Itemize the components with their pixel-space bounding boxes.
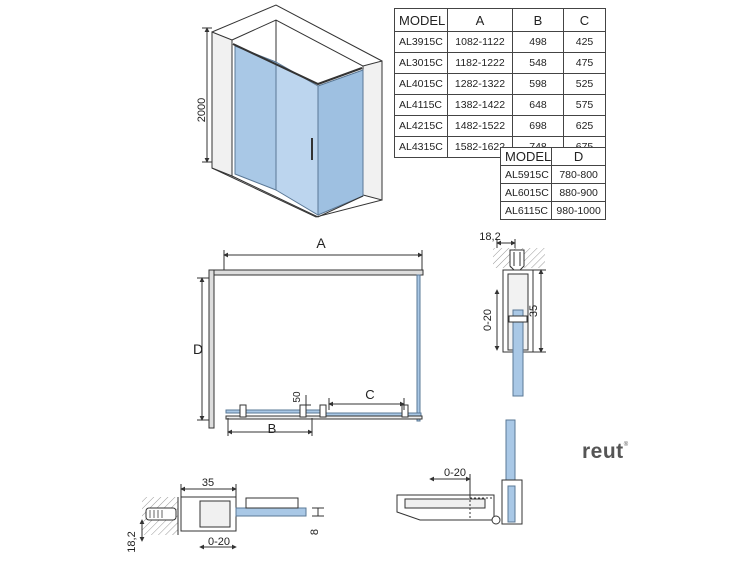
dim-d-label: D	[193, 341, 203, 357]
cell-a: 1282-1322	[447, 73, 513, 95]
brand-logo: reut®	[582, 440, 629, 464]
cell-model: AL4115C	[394, 94, 448, 116]
table-row: AL3915C 1082-1122 498 425	[394, 31, 606, 53]
table-row: AL5915C 780-800	[499, 165, 606, 184]
cell-a: 1382-1422	[447, 94, 513, 116]
cell-model: AL6115C	[499, 201, 553, 220]
cell-model: AL4015C	[394, 73, 448, 95]
profile-35-label: 35	[528, 305, 540, 317]
dim-50-label: 50	[292, 391, 303, 403]
detail-35-label: 35	[202, 477, 214, 489]
profile-range-label: 0-20	[482, 309, 494, 331]
table-row: AL4215C 1482-1522 698 625	[394, 115, 606, 137]
detail-range-label: 0-20	[208, 536, 230, 548]
plan-side-glass	[416, 274, 421, 422]
model-dimension-table-abc: MODEL A B C AL3915C 1082-1122 498 425 AL…	[394, 8, 606, 158]
isometric-view	[202, 4, 383, 218]
profile-glass	[512, 309, 524, 397]
wall-profile-section	[493, 239, 546, 397]
cell-a: 1482-1522	[447, 115, 513, 137]
cell-b: 698	[512, 115, 564, 137]
plan-view	[197, 250, 424, 436]
table-row: AL6015C 880-900	[499, 183, 606, 202]
cell-c: 625	[563, 115, 606, 137]
detail-glass	[235, 507, 307, 517]
cell-c: 575	[563, 94, 606, 116]
height-label: 2000	[196, 98, 208, 122]
cell-b: 498	[512, 31, 564, 53]
dim-a-label: A	[316, 235, 326, 251]
cell-b: 598	[512, 73, 564, 95]
header-model: MODEL	[394, 8, 448, 32]
brand-mark: ®	[623, 442, 629, 448]
cell-c: 525	[563, 73, 606, 95]
cell-b: 548	[512, 52, 564, 74]
header-b: B	[512, 8, 564, 32]
cell-a: 1082-1122	[447, 31, 513, 53]
model-dimension-table-d: MODEL D AL5915C 780-800 AL6015C 880-900 …	[499, 147, 606, 220]
corner-range-label: 0-20	[444, 467, 466, 479]
cell-d: 780-800	[551, 165, 606, 184]
bottom-left-detail	[139, 484, 324, 550]
table-row: AL6115C 980-1000	[499, 201, 606, 220]
cell-model: AL4315C	[394, 136, 448, 158]
table-row: AL3015C 1182-1222 548 475	[394, 52, 606, 74]
plan-left-wall	[208, 269, 215, 429]
cell-model: AL4215C	[394, 115, 448, 137]
cell-d: 880-900	[551, 183, 606, 202]
detail-8-label: 8	[309, 529, 321, 535]
cell-model: AL6015C	[499, 183, 553, 202]
brand-name: reut	[582, 440, 624, 463]
dim-c-label: C	[365, 387, 374, 402]
cell-d: 980-1000	[551, 201, 606, 220]
table-header-row: MODEL A B C	[394, 8, 606, 32]
header-a: A	[447, 8, 513, 32]
header-model: MODEL	[499, 147, 553, 166]
table-row: AL4015C 1282-1322 598 525	[394, 73, 606, 95]
cell-model: AL3915C	[394, 31, 448, 53]
cell-a: 1182-1222	[447, 52, 513, 74]
left-wall-face	[211, 31, 233, 177]
detail-182-label: 18,2	[126, 531, 138, 552]
cell-b: 648	[512, 94, 564, 116]
header-d: D	[551, 147, 606, 166]
plan-back-wall	[208, 269, 424, 276]
cell-c: 475	[563, 52, 606, 74]
corner-detail	[396, 419, 523, 525]
table-row: AL4115C 1382-1422 648 575	[394, 94, 606, 116]
cell-c: 425	[563, 31, 606, 53]
right-wall-face	[362, 60, 383, 201]
table-header-row: MODEL D	[499, 147, 606, 166]
cell-a: 1582-1622	[447, 136, 513, 158]
profile-182-label: 18,2	[479, 231, 500, 243]
cell-model: AL5915C	[499, 165, 553, 184]
glass-side-panel	[317, 69, 364, 216]
header-c: C	[563, 8, 606, 32]
cell-model: AL3015C	[394, 52, 448, 74]
glass-sliding-door	[234, 45, 277, 191]
dim-b-label: B	[268, 421, 277, 436]
